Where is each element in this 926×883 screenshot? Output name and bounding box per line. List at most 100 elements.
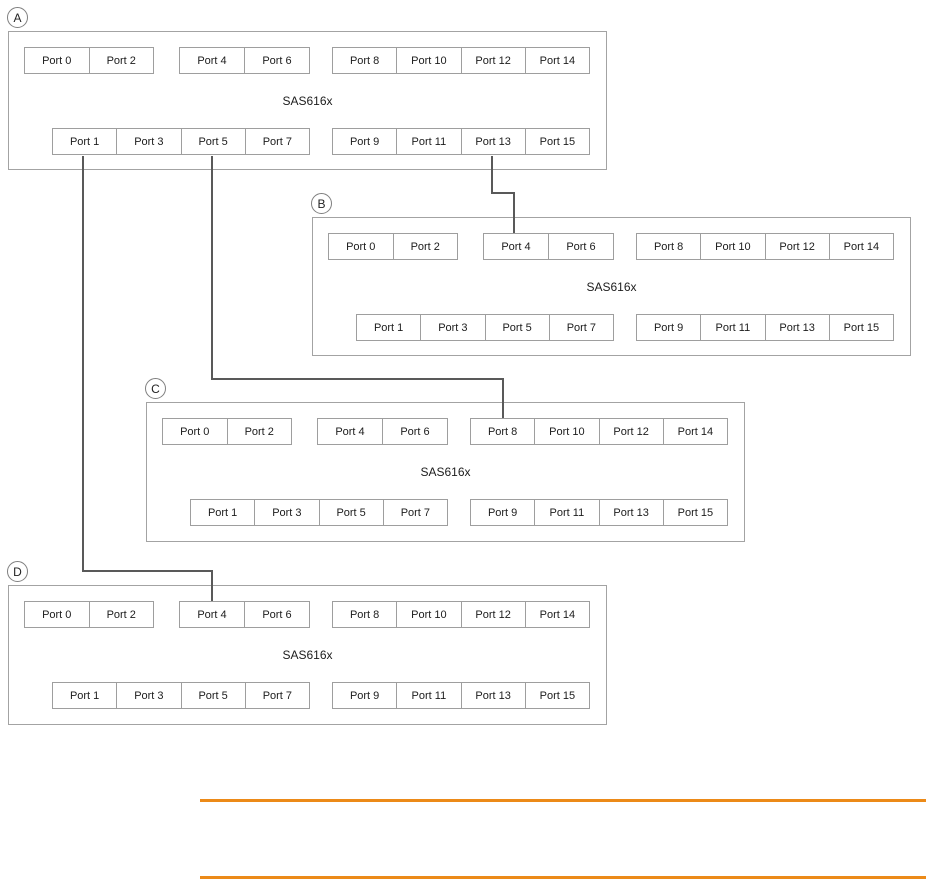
port-cell: Port 6 (244, 601, 310, 628)
port-cell: Port 13 (598, 499, 664, 526)
port-cell: Port 7 (548, 314, 614, 341)
port-cell: Port 2 (88, 47, 154, 74)
port-cell: Port 9 (332, 682, 398, 709)
accent-rule-top (200, 799, 926, 802)
box-label-circle: C (145, 378, 166, 399)
port-cell: Port 6 (382, 418, 448, 445)
port-cell: Port 10 (396, 47, 462, 74)
box-label-letter: A (13, 10, 22, 25)
box-label-letter: B (317, 196, 326, 211)
port-cell: Port 5 (180, 682, 246, 709)
port-cell: Port 3 (420, 314, 486, 341)
port-cell: Port 7 (244, 128, 310, 155)
box-label-letter: C (151, 381, 160, 396)
port-cell: Port 9 (636, 314, 702, 341)
box-label-circle: A (7, 7, 28, 28)
port-cell: Port 4 (179, 47, 245, 74)
port-cell: Port 14 (828, 233, 894, 260)
port-cell: Port 11 (396, 128, 462, 155)
port-cell: Port 8 (636, 233, 702, 260)
port-cell: Port 5 (484, 314, 550, 341)
port-cell: Port 1 (52, 128, 118, 155)
port-cell: Port 8 (332, 47, 398, 74)
port-cell: Port 12 (598, 418, 664, 445)
port-cell: Port 8 (332, 601, 398, 628)
port-cell: Port 15 (828, 314, 894, 341)
chip-label: SAS616x (282, 648, 333, 662)
port-cell: Port 0 (328, 233, 394, 260)
port-cell: Port 1 (52, 682, 118, 709)
port-cell: Port 9 (470, 499, 536, 526)
chip-label: SAS616x (420, 465, 471, 479)
port-cell: Port 3 (254, 499, 320, 526)
port-cell: Port 9 (332, 128, 398, 155)
port-cell: Port 15 (524, 682, 590, 709)
port-cell: Port 3 (116, 128, 182, 155)
box-label-circle: B (311, 193, 332, 214)
box-label-letter: D (13, 564, 22, 579)
port-cell: Port 11 (700, 314, 766, 341)
port-cell: Port 12 (460, 47, 526, 74)
port-cell: Port 6 (548, 233, 614, 260)
port-cell: Port 12 (764, 233, 830, 260)
port-cell: Port 4 (317, 418, 383, 445)
port-cell: Port 14 (524, 47, 590, 74)
port-cell: Port 13 (460, 128, 526, 155)
port-cell: Port 0 (24, 47, 90, 74)
port-cell: Port 13 (460, 682, 526, 709)
port-cell: Port 14 (524, 601, 590, 628)
port-cell: Port 7 (244, 682, 310, 709)
port-cell: Port 5 (180, 128, 246, 155)
port-cell: Port 7 (382, 499, 448, 526)
port-cell: Port 1 (356, 314, 422, 341)
port-cell: Port 2 (226, 418, 292, 445)
port-cell: Port 11 (534, 499, 600, 526)
port-cell: Port 0 (24, 601, 90, 628)
port-cell: Port 6 (244, 47, 310, 74)
chip-label: SAS616x (282, 94, 333, 108)
port-cell: Port 4 (483, 233, 549, 260)
port-cell: Port 13 (764, 314, 830, 341)
port-cell: Port 2 (88, 601, 154, 628)
port-cell: Port 1 (190, 499, 256, 526)
port-cell: Port 8 (470, 418, 536, 445)
port-cell: Port 14 (662, 418, 728, 445)
port-cell: Port 15 (524, 128, 590, 155)
port-cell: Port 11 (396, 682, 462, 709)
port-cell: Port 15 (662, 499, 728, 526)
port-cell: Port 5 (318, 499, 384, 526)
box-label-circle: D (7, 561, 28, 582)
port-cell: Port 2 (392, 233, 458, 260)
port-cell: Port 12 (460, 601, 526, 628)
chip-label: SAS616x (586, 280, 637, 294)
port-cell: Port 3 (116, 682, 182, 709)
accent-rule-bottom (200, 876, 926, 879)
port-cell: Port 4 (179, 601, 245, 628)
port-cell: Port 10 (534, 418, 600, 445)
